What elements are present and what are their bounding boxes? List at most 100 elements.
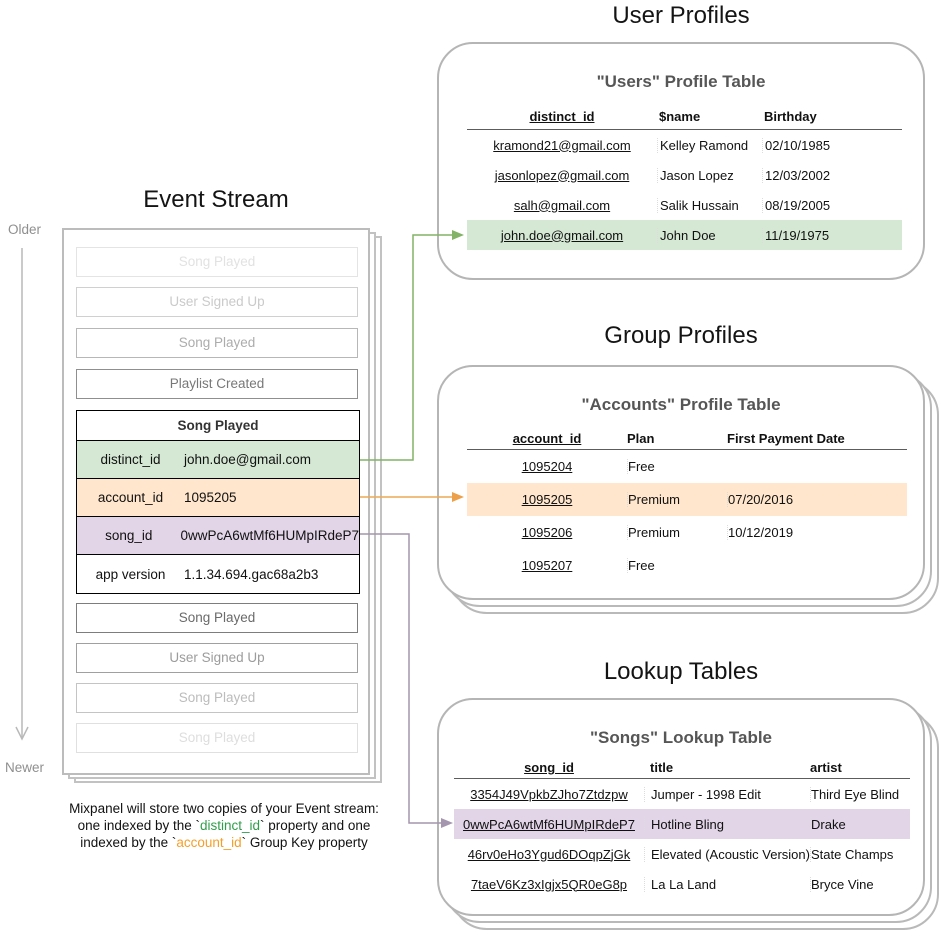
users-table-title: "Users" Profile Table xyxy=(596,72,766,91)
cell-account-id: 1095206 xyxy=(521,525,573,540)
expanded-event-card: Song Played distinct_id john.doe@gmail.c… xyxy=(76,410,360,594)
column-header-artist: artist xyxy=(810,760,842,775)
property-value: 1095205 xyxy=(184,490,237,505)
cell-song-id: 46rv0eHo3Ygud6DOqpZjGk xyxy=(467,846,631,862)
accounts-profile-card: "Accounts" Profile Table account_id Plan… xyxy=(437,365,925,600)
timeline-older-label: Older xyxy=(8,222,42,237)
table-row: 7taeV6Kz3xIgjx5QR0eG8p La La Land Bryce … xyxy=(454,869,910,899)
songs-table: song_id title artist 3354J49VpkbZJho7Ztd… xyxy=(454,757,910,899)
table-row-highlighted-green: john.doe@gmail.com John Doe 11/19/1975 xyxy=(467,220,902,250)
table-row: jasonlopez@gmail.com Jason Lopez 12/03/2… xyxy=(467,160,902,190)
cell-first-payment-date: 07/20/2016 xyxy=(727,492,907,507)
songs-table-header: song_id title artist xyxy=(454,757,910,779)
event-stream-card: Song Played User Signed Up Song Played P… xyxy=(62,228,370,775)
event-item: Song Played xyxy=(76,683,358,713)
caption-line1: Mixpanel will store two copies of your E… xyxy=(69,801,379,816)
accounts-table-header: account_id Plan First Payment Date xyxy=(467,427,907,450)
table-row: 46rv0eHo3Ygud6DOqpZjGk Elevated (Acousti… xyxy=(454,839,910,869)
event-property-app-version: app version 1.1.34.694.gac68a2b3 xyxy=(77,555,359,593)
cell-plan: Free xyxy=(627,459,727,474)
cell-artist: Third Eye Blind xyxy=(810,786,910,802)
property-key: distinct_id xyxy=(100,452,161,467)
cell-birthday: 11/19/1975 xyxy=(762,227,902,243)
property-value: 0wwPcA6wtMf6HUMpIRdeP7 xyxy=(180,528,359,543)
column-header-birthday: Birthday xyxy=(764,109,817,124)
caption-line2-pre: one indexed by the ` xyxy=(77,818,200,833)
caption-line3-post: ` Group Key property xyxy=(241,835,368,850)
expanded-event-name: Song Played xyxy=(77,411,359,441)
caption-line3-pre: indexed by the ` xyxy=(80,835,177,850)
cell-artist: Bryce Vine xyxy=(810,876,910,892)
event-item: User Signed Up xyxy=(76,287,358,317)
event-item: Song Played xyxy=(76,603,358,633)
cell-birthday: 02/10/1985 xyxy=(762,137,902,153)
accounts-table-title: "Accounts" Profile Table xyxy=(581,395,781,414)
column-header-account-id: account_id xyxy=(512,430,582,446)
table-row: 1095206 Premium 10/12/2019 xyxy=(467,516,907,549)
table-row: kramond21@gmail.com Kelley Ramond 02/10/… xyxy=(467,130,902,160)
timeline-newer-label: Newer xyxy=(5,760,45,775)
cell-plan: Premium xyxy=(627,492,727,507)
event-property-song-id: song_id 0wwPcA6wtMf6HUMpIRdeP7 xyxy=(77,517,359,555)
property-key: app version xyxy=(95,566,166,582)
songs-table-title: "Songs" Lookup Table xyxy=(589,728,773,747)
event-property-account-id: account_id 1095205 xyxy=(77,479,359,517)
event-property-distinct-id: distinct_id john.doe@gmail.com xyxy=(77,441,359,479)
cell-title: Elevated (Acoustic Version) xyxy=(644,846,810,862)
cell-song-id: 7taeV6Kz3xIgjx5QR0eG8p xyxy=(470,876,628,892)
lookup-tables-title: Lookup Tables xyxy=(603,658,759,685)
event-item: User Signed Up xyxy=(76,643,358,673)
column-header-first-payment-date: First Payment Date xyxy=(727,430,845,446)
cell-song-id: 3354J49VpkbZJho7Ztdzpw xyxy=(470,786,628,802)
user-profiles-title: User Profiles xyxy=(612,2,750,29)
cell-name: Salik Hussain xyxy=(657,197,762,213)
column-header-title: title xyxy=(650,760,674,775)
users-table-header: distinct_id $name Birthday xyxy=(467,104,902,130)
songs-lookup-card: "Songs" Lookup Table song_id title artis… xyxy=(437,698,925,916)
cell-title: Hotline Bling xyxy=(644,816,810,832)
table-row-highlighted-orange: 1095205 Premium 07/20/2016 xyxy=(467,483,907,516)
cell-birthday: 12/03/2002 xyxy=(762,167,902,183)
column-header-song-id: song_id xyxy=(524,760,574,775)
column-header-plan: Plan xyxy=(627,430,655,446)
cell-name: Jason Lopez xyxy=(657,167,762,183)
cell-name: Kelley Ramond xyxy=(657,137,762,153)
event-stream-title: Event Stream xyxy=(143,186,289,213)
cell-artist: Drake xyxy=(810,816,910,832)
table-row: 1095204 Free xyxy=(467,450,907,483)
caption-line2-post: ` property and one xyxy=(260,818,371,833)
event-item: Song Played xyxy=(76,328,358,358)
table-row: 1095207 Free xyxy=(467,549,907,582)
group-profiles-title: Group Profiles xyxy=(604,322,758,349)
cell-distinct-id: jasonlopez@gmail.com xyxy=(494,167,630,183)
cell-artist: State Champs xyxy=(810,846,910,862)
property-key: song_id xyxy=(105,528,153,543)
accounts-table: account_id Plan First Payment Date 10952… xyxy=(467,427,907,582)
property-value: john.doe@gmail.com xyxy=(184,452,312,467)
property-value: 1.1.34.694.gac68a2b3 xyxy=(184,566,319,582)
cell-distinct-id: salh@gmail.com xyxy=(513,197,611,213)
table-row-highlighted-purple: 0wwPcA6wtMf6HUMpIRdeP7 Hotline Bling Dra… xyxy=(454,809,910,839)
cell-name: John Doe xyxy=(657,227,762,243)
column-header-distinct-id: distinct_id xyxy=(529,109,595,124)
mixpanel-caption: Mixpanel will store two copies of your E… xyxy=(38,800,410,851)
cell-distinct-id: kramond21@gmail.com xyxy=(493,137,631,153)
event-item: Song Played xyxy=(76,723,358,753)
cell-account-id: 1095205 xyxy=(521,492,573,507)
column-header-name: $name xyxy=(659,109,701,124)
cell-account-id: 1095204 xyxy=(521,459,573,474)
cell-birthday: 08/19/2005 xyxy=(762,197,902,213)
caption-distinct-id-keyword: distinct_id xyxy=(199,818,261,833)
cell-plan: Free xyxy=(627,558,727,573)
property-key: account_id xyxy=(97,490,164,505)
table-row: salh@gmail.com Salik Hussain 08/19/2005 xyxy=(467,190,902,220)
cell-account-id: 1095207 xyxy=(521,558,573,573)
cell-title: Jumper - 1998 Edit xyxy=(644,786,810,802)
users-profile-card: "Users" Profile Table distinct_id $name … xyxy=(437,42,925,280)
cell-song-id: 0wwPcA6wtMf6HUMpIRdeP7 xyxy=(463,816,635,832)
users-table: distinct_id $name Birthday kramond21@gma… xyxy=(467,104,902,250)
event-item: Playlist Created xyxy=(76,369,358,399)
cell-title: La La Land xyxy=(644,876,810,892)
table-row: 3354J49VpkbZJho7Ztdzpw Jumper - 1998 Edi… xyxy=(454,779,910,809)
